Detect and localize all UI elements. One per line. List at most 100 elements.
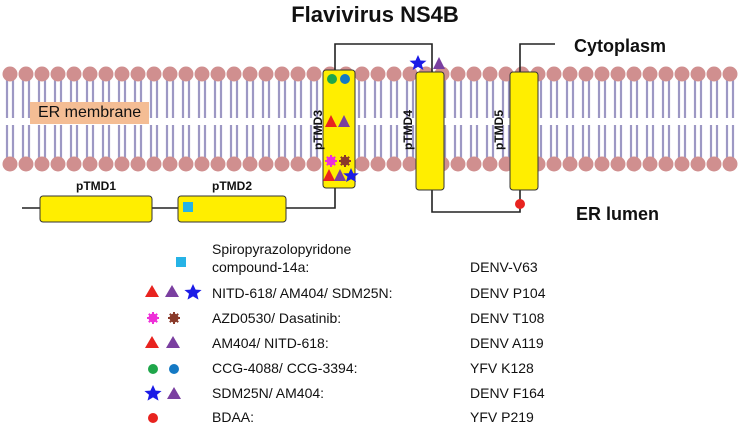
blue-star-icon	[184, 284, 202, 300]
lipid-head	[18, 66, 34, 82]
lipid-head	[370, 66, 386, 82]
lipid-head	[226, 66, 242, 82]
lipid-head	[674, 156, 690, 172]
lipid-head	[674, 66, 690, 82]
lipid-head	[466, 66, 482, 82]
lipid-head	[258, 156, 274, 172]
lipid-head	[226, 156, 242, 172]
lipid-head	[50, 66, 66, 82]
lipid-head	[146, 156, 162, 172]
legend-item-1-line2: compound-14a:	[212, 259, 310, 275]
ptmd2-label: pTMD2	[212, 179, 252, 193]
blue-star-icon	[343, 168, 359, 182]
green-circle-icon	[327, 74, 337, 84]
lipid-head	[626, 66, 642, 82]
lipid-head	[610, 156, 626, 172]
blue-star-icon	[144, 385, 162, 401]
legend-item-7-residue: YFV P219	[470, 409, 534, 425]
ptmd3-label: pTMD3	[311, 110, 325, 150]
lipid-head	[546, 66, 562, 82]
lipid-head	[162, 156, 178, 172]
cyan-square-icon	[176, 257, 186, 267]
purple-triangle-icon	[167, 387, 181, 399]
lipid-head	[450, 156, 466, 172]
lipid-head	[642, 156, 658, 172]
lipid-head	[242, 156, 258, 172]
lipid-head	[482, 156, 498, 172]
lipid-head	[610, 66, 626, 82]
lipid-head	[306, 66, 322, 82]
lipid-head	[658, 66, 674, 82]
lipid-head	[354, 156, 370, 172]
legend-item-6-label: SDM25N/ AM404:	[212, 385, 325, 401]
lipid-head	[194, 156, 210, 172]
lipid-head	[482, 66, 498, 82]
ptmd5-label: pTMD5	[492, 110, 506, 150]
lipid-head	[66, 66, 82, 82]
lipid-head	[82, 156, 98, 172]
lipid-head	[386, 156, 402, 172]
lipid-head	[402, 156, 418, 172]
lipid-head	[562, 156, 578, 172]
red-circle-icon	[148, 413, 158, 423]
legend-item-2-residue: DENV P104	[470, 285, 546, 301]
lipid-bilayer	[2, 66, 738, 172]
lipid-head	[210, 66, 226, 82]
lipid-head	[706, 66, 722, 82]
lipid-head	[194, 66, 210, 82]
legend-item-7-label: BDAA:	[212, 409, 255, 425]
lipid-head	[210, 156, 226, 172]
lipid-head	[98, 66, 114, 82]
lipid-head	[66, 156, 82, 172]
er-membrane-label: ER membrane	[30, 102, 150, 124]
purple-triangle-icon	[334, 169, 346, 181]
lipid-head	[34, 66, 50, 82]
magenta-burst-icon	[147, 312, 159, 324]
ptmd4-helix	[415, 71, 445, 191]
purple-triangle-icon	[165, 285, 179, 297]
lipid-head	[98, 156, 114, 172]
magenta-burst-icon	[325, 155, 337, 167]
lipid-head	[130, 156, 146, 172]
red-triangle-icon	[145, 285, 159, 297]
lipid-head	[290, 66, 306, 82]
brown-burst-icon	[339, 155, 351, 167]
lipid-head	[2, 156, 18, 172]
lipid-head	[242, 66, 258, 82]
lipid-head	[706, 156, 722, 172]
brown-burst-icon	[168, 312, 180, 324]
lipid-head	[258, 66, 274, 82]
lipid-head	[578, 156, 594, 172]
lipid-head	[274, 66, 290, 82]
ptmd5-helix	[509, 71, 539, 191]
teal-circle-icon	[340, 74, 350, 84]
legend-item-6-residue: DENV F164	[470, 385, 545, 401]
legend-item-3-residue: DENV T108	[470, 310, 545, 326]
lipid-head	[722, 66, 738, 82]
lipid-head	[594, 156, 610, 172]
red-triangle-icon	[145, 336, 159, 348]
lipid-head	[82, 66, 98, 82]
ptmd1-label: pTMD1	[76, 179, 116, 193]
red-triangle-icon	[325, 115, 337, 127]
lipid-head	[690, 66, 706, 82]
ptmd2-helix	[177, 195, 287, 223]
lipid-head	[34, 156, 50, 172]
lipid-head	[290, 156, 306, 172]
cyan-square-icon	[183, 202, 193, 212]
purple-triangle-icon	[433, 57, 445, 69]
legend-item-4-residue: DENV A119	[470, 335, 544, 351]
legend-item-5-label: CCG-4088/ CCG-3394:	[212, 360, 358, 376]
lipid-head	[722, 156, 738, 172]
blue-star-icon	[409, 55, 427, 70]
lipid-head	[162, 66, 178, 82]
legend-item-4-label: AM404/ NITD-618:	[212, 335, 329, 351]
er-lumen-label: ER lumen	[576, 204, 660, 224]
lipid-head	[370, 156, 386, 172]
legend-item-2-label: NITD-618/ AM404/ SDM25N:	[212, 285, 393, 301]
legend-item-1-residue: DENV-V63	[470, 259, 538, 275]
red-circle-icon	[515, 199, 525, 209]
lipid-head	[146, 66, 162, 82]
